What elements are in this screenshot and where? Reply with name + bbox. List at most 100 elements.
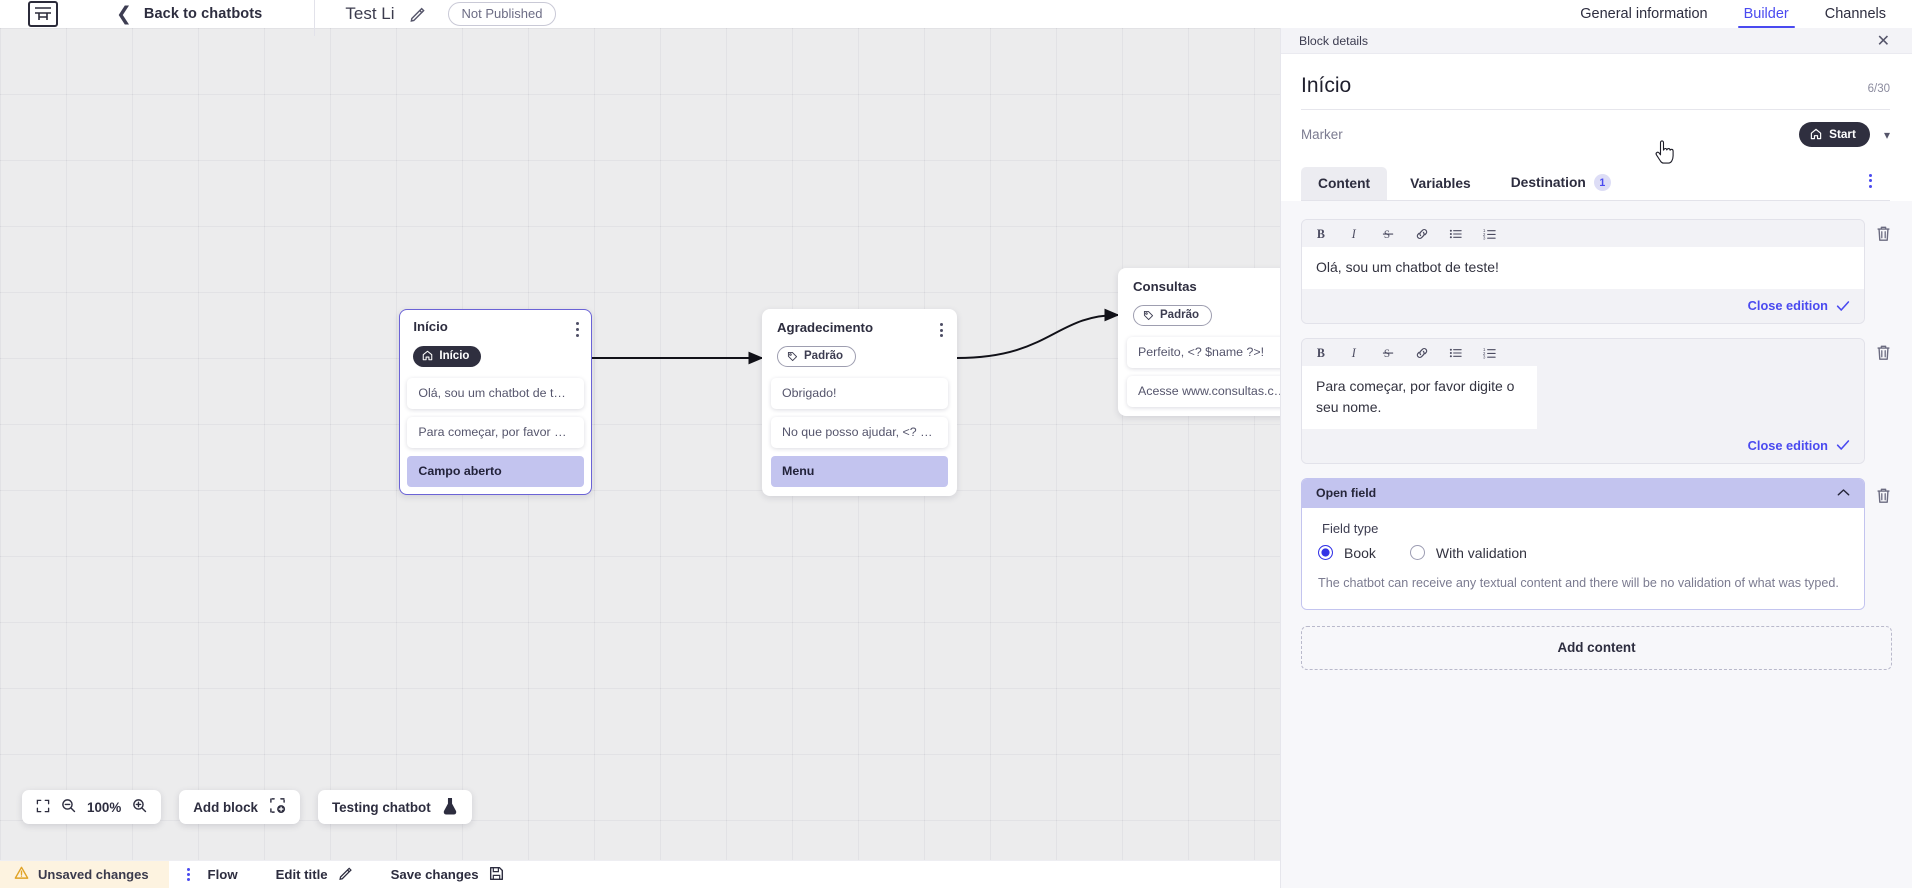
- node-action[interactable]: Campo aberto: [407, 455, 584, 487]
- delete-block-button[interactable]: [1875, 338, 1892, 367]
- pencil-icon: [338, 866, 353, 884]
- link-icon[interactable]: [1415, 346, 1429, 360]
- tab-variables[interactable]: Variables: [1393, 167, 1488, 200]
- radio-with-validation[interactable]: With validation: [1409, 544, 1527, 561]
- edit-title-button[interactable]: Edit title: [276, 866, 353, 884]
- add-block-label: Add block: [193, 799, 258, 815]
- bold-icon[interactable]: B: [1316, 227, 1329, 241]
- strikethrough-icon[interactable]: S: [1382, 227, 1395, 241]
- save-disk-icon: [489, 866, 504, 884]
- save-changes-label: Save changes: [390, 867, 479, 882]
- zoom-out-icon[interactable]: [61, 798, 76, 816]
- app-logo-icon[interactable]: [28, 1, 58, 27]
- richtext-value[interactable]: Olá, sou um chatbot de teste!: [1302, 247, 1864, 290]
- add-block-button[interactable]: Add block: [179, 790, 300, 824]
- tab-destination-label: Destination: [1510, 175, 1586, 190]
- tab-general-information[interactable]: General information: [1580, 6, 1708, 22]
- tab-content-label: Content: [1318, 176, 1371, 191]
- node-marker: Padrão: [1127, 298, 1301, 329]
- svg-text:1: 1: [1483, 228, 1486, 233]
- panel-more-button[interactable]: [1869, 173, 1886, 200]
- bullet-list-icon[interactable]: [1449, 227, 1463, 241]
- node-message[interactable]: Acesse www.consultas.com par...: [1127, 376, 1301, 408]
- node-message[interactable]: No que posso ajudar, <? $name ...: [771, 417, 948, 449]
- open-field-note: The chatbot can receive any textual cont…: [1318, 575, 1839, 590]
- radio-indicator: [1318, 545, 1333, 561]
- zoom-in-icon[interactable]: [132, 798, 147, 816]
- check-icon: [1836, 300, 1850, 311]
- open-field-title: Open field: [1316, 485, 1377, 500]
- node-message[interactable]: Olá, sou um chatbot de teste!: [407, 377, 584, 409]
- flow-node-inicio[interactable]: Início Início Olá, sou um chatbot de tes…: [399, 309, 592, 495]
- chatbot-name: Test Li: [345, 4, 395, 23]
- close-edition-button[interactable]: Close edition: [1302, 289, 1864, 324]
- node-menu-button[interactable]: [568, 318, 584, 338]
- flask-icon: [442, 797, 458, 818]
- close-icon[interactable]: ✕: [1876, 30, 1890, 50]
- flow-button[interactable]: Flow: [208, 867, 238, 882]
- bullet-list-icon[interactable]: [1449, 346, 1463, 360]
- link-icon[interactable]: [1415, 227, 1429, 241]
- open-field-body: Field type Book With validation The: [1302, 507, 1864, 609]
- open-field-header[interactable]: Open field: [1302, 478, 1864, 508]
- add-content-button[interactable]: Add content: [1301, 625, 1892, 670]
- italic-icon[interactable]: I: [1349, 346, 1362, 360]
- zoom-level: 100%: [87, 799, 122, 815]
- pencil-icon[interactable]: [409, 6, 426, 23]
- radio-book[interactable]: Book: [1318, 545, 1376, 561]
- radio-with-validation-label: With validation: [1435, 544, 1527, 561]
- tab-content[interactable]: Content: [1301, 167, 1388, 200]
- delete-block-button[interactable]: [1875, 219, 1892, 248]
- tab-builder[interactable]: Builder: [1737, 0, 1795, 28]
- strikethrough-icon[interactable]: S: [1382, 346, 1395, 360]
- tab-channels[interactable]: Channels: [1824, 6, 1886, 22]
- close-edition-label: Close edition: [1747, 298, 1828, 314]
- field-type-radiogroup: Book With validation: [1318, 545, 1848, 561]
- tab-destination[interactable]: Destination 1: [1494, 165, 1628, 200]
- flow-node-agradecimento[interactable]: Agradecimento Padrão Obrigado! No que po…: [762, 309, 957, 497]
- marker-select[interactable]: Start ▾: [1799, 122, 1890, 147]
- panel-body: Início 6/30 Marker Start ▾ Conte: [1281, 54, 1912, 201]
- node-menu-button[interactable]: [932, 319, 948, 339]
- save-changes-button[interactable]: Save changes: [391, 866, 504, 884]
- node-message[interactable]: Para começar, por favor digite o ...: [407, 416, 584, 448]
- fit-screen-icon[interactable]: [36, 799, 50, 816]
- char-counter: 6/30: [1867, 83, 1890, 95]
- richtext-value[interactable]: Para começar, por favor digite o seu nom…: [1302, 366, 1537, 429]
- chevron-down-icon[interactable]: ▾: [1883, 127, 1890, 142]
- svg-text:I: I: [1351, 346, 1357, 360]
- marker-default-badge: Padrão: [1133, 305, 1212, 327]
- marker-start-chip: Start: [1799, 122, 1870, 147]
- svg-text:2: 2: [1483, 232, 1486, 237]
- marker-value: Start: [1829, 127, 1856, 141]
- svg-text:3: 3: [1483, 355, 1486, 360]
- panel-title-row: Início 6/30: [1301, 74, 1890, 110]
- close-edition-button[interactable]: Close edition: [1302, 428, 1864, 463]
- italic-icon[interactable]: I: [1349, 227, 1362, 241]
- svg-text:B: B: [1317, 227, 1325, 241]
- flow-node-consultas[interactable]: Consultas Padrão Perfeito, <? $name ?>! …: [1118, 268, 1310, 417]
- header-divider: [314, 0, 316, 36]
- marker-start-badge: Início: [413, 345, 482, 367]
- bold-icon[interactable]: B: [1316, 346, 1329, 360]
- chevron-up-icon[interactable]: [1837, 486, 1850, 500]
- node-message[interactable]: Obrigado!: [771, 378, 948, 410]
- chevron-left-icon[interactable]: ❮: [116, 2, 132, 25]
- node-message[interactable]: Perfeito, <? $name ?>!: [1127, 337, 1301, 369]
- radio-indicator: [1409, 545, 1425, 561]
- node-header: Consultas: [1127, 278, 1301, 298]
- svg-text:S: S: [1384, 348, 1390, 360]
- back-to-chatbots-link[interactable]: Back to chatbots: [143, 6, 263, 22]
- testing-chatbot-button[interactable]: Testing chatbot: [317, 790, 472, 824]
- node-header: Início: [407, 318, 583, 338]
- status-more-button[interactable]: [169, 867, 208, 882]
- delete-open-field-button[interactable]: [1875, 478, 1892, 510]
- node-action[interactable]: Menu: [771, 456, 948, 488]
